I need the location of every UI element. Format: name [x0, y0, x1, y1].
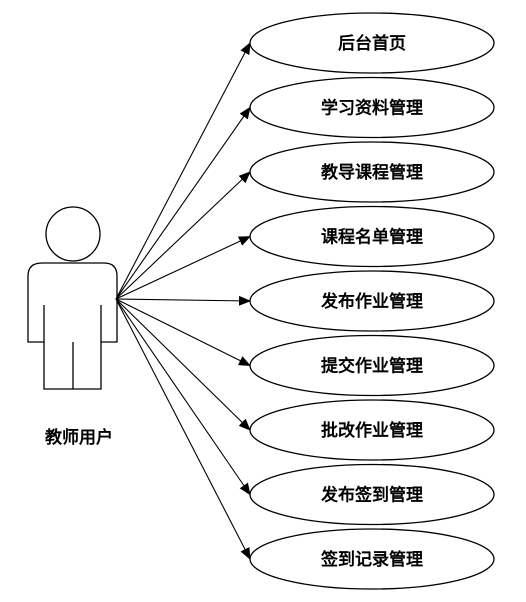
association-arrow-7 — [115, 298, 251, 431]
association-arrow-9 — [115, 298, 251, 560]
actor-figure — [27, 206, 118, 390]
use-case-9: 签到记录管理 — [249, 528, 495, 590]
use-case-label: 批改作业管理 — [321, 420, 423, 441]
use-case-ellipse — [249, 141, 495, 203]
actor-head — [45, 206, 101, 262]
use-case-label: 发布签到管理 — [320, 485, 423, 506]
association-arrows — [115, 42, 251, 560]
use-case-ellipse — [249, 205, 495, 268]
use-case-ellipse — [249, 334, 495, 397]
use-case-label: 发布作业管理 — [320, 291, 423, 312]
use-case-1: 后台首页 — [249, 12, 495, 74]
actor-label: 教师用户 — [44, 427, 113, 448]
use-case-label: 后台首页 — [338, 33, 406, 54]
use-case-label: 教导课程管理 — [320, 162, 423, 183]
use-case-2: 学习资料管理 — [249, 76, 495, 139]
use-case-7: 批改作业管理 — [249, 399, 495, 461]
actor-body — [27, 262, 118, 390]
use-case-list: 后台首页学习资料管理教导课程管理课程名单管理发布作业管理提交作业管理批改作业管理… — [249, 12, 495, 590]
use-case-ellipse — [249, 76, 495, 139]
use-case-ellipse — [249, 399, 495, 461]
use-case-6: 提交作业管理 — [249, 334, 495, 397]
association-arrow-6 — [115, 298, 251, 366]
association-arrow-5 — [115, 295, 251, 306]
association-arrow-4 — [115, 236, 251, 300]
use-case-ellipse — [249, 270, 495, 332]
use-case-label: 课程名单管理 — [321, 227, 423, 248]
association-arrow-3 — [115, 171, 251, 300]
use-case-ellipse — [249, 463, 495, 526]
use-case-8: 发布签到管理 — [249, 463, 495, 526]
use-case-5: 发布作业管理 — [249, 270, 495, 332]
use-case-label: 签到记录管理 — [320, 549, 423, 570]
use-case-label: 学习资料管理 — [321, 98, 423, 119]
association-arrow-8 — [115, 298, 251, 496]
association-arrow-2 — [115, 106, 251, 300]
use-case-ellipse — [249, 12, 495, 74]
use-case-label: 提交作业管理 — [321, 356, 423, 377]
association-arrow-1 — [115, 42, 251, 300]
use-case-3: 教导课程管理 — [249, 141, 495, 203]
use-case-4: 课程名单管理 — [249, 205, 495, 268]
use-case-ellipse — [249, 528, 495, 590]
